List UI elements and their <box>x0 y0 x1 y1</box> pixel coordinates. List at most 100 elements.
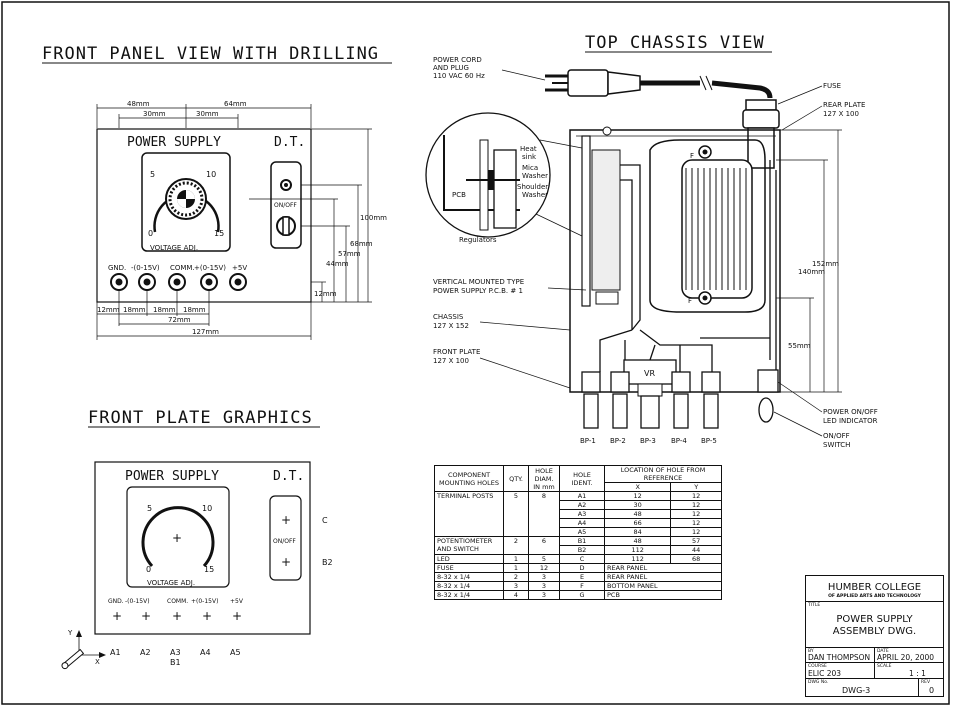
hole-location-table: COMPONENT MOUNTING HOLES QTY. HOLE DIAM.… <box>434 465 722 600</box>
dim-18mm-c: 18mm <box>183 306 206 314</box>
y-cell: 12 <box>670 500 722 510</box>
leader-line <box>547 287 587 291</box>
binding-post-nut <box>610 371 630 393</box>
diam-cell: 12 <box>528 563 560 573</box>
dimension-lines-right <box>249 128 372 303</box>
leader-line <box>781 105 823 131</box>
dwg-cell: DWG No. DWG-3 <box>806 678 919 697</box>
term-cross: + <box>202 609 212 623</box>
label-a3: A3 <box>170 648 181 657</box>
plug-strain-relief <box>607 71 641 95</box>
label-a5: A5 <box>230 648 241 657</box>
dim-55mm: 55mm <box>788 342 811 350</box>
detail-heat-sink <box>493 149 517 229</box>
x-cell: 12 <box>603 491 672 501</box>
knob-marker <box>186 190 195 199</box>
terminal-post-center <box>115 278 123 286</box>
drafter-name: DAN THOMPSON <box>808 653 871 662</box>
label-pcb: PCB <box>452 191 466 199</box>
title-block: HUMBER COLLEGE OF APPLIED ARTS AND TECHN… <box>805 575 944 697</box>
ident-cell: A4 <box>559 518 605 528</box>
leader-line <box>777 85 823 105</box>
front-panel-outline <box>96 128 312 303</box>
graphics-dt-label: D.T. <box>273 469 304 484</box>
leader-line <box>479 357 571 389</box>
graphics-term-pos: +(0-15V) <box>191 598 218 605</box>
transformer-laminations <box>685 168 747 290</box>
label-rear-plate-dim: 127 X 100 <box>823 110 859 118</box>
location-cell: REAR PANEL <box>604 572 722 582</box>
binding-post-body <box>612 393 628 429</box>
term-cross: + <box>172 609 182 623</box>
vr-bushing <box>637 383 663 397</box>
knob-knurl <box>168 181 204 217</box>
x-cell: 112 <box>603 545 672 555</box>
terminal-label-pos: +(0-15V) <box>194 264 226 272</box>
diam-cell: 6 <box>528 536 560 555</box>
panel-dt-label: D.T. <box>274 135 305 150</box>
power-switch-toggle[interactable] <box>282 216 290 236</box>
dim-12mm-vertical: 12mm <box>314 290 337 298</box>
dial-plate <box>141 152 231 252</box>
drawing-title-2: ASSEMBLY DWG. <box>832 626 917 637</box>
ident-cell: A1 <box>559 491 605 501</box>
col-component: COMPONENT MOUNTING HOLES <box>434 465 504 492</box>
y-arrow <box>76 630 82 637</box>
col-diam: HOLE DIAM. IN mm <box>528 465 560 492</box>
x-cell: 84 <box>603 527 672 537</box>
label-vr: VR <box>644 369 655 378</box>
binding-post-body <box>640 395 660 429</box>
diam-cell: 3 <box>528 590 560 600</box>
binding-post-nut <box>581 371 601 393</box>
label-bp-4: BP-4 <box>671 437 687 445</box>
qty-cell: 2 <box>503 572 529 582</box>
terminal-label-neg: -(0-15V) <box>131 264 160 272</box>
front-panel-view: POWER SUPPLY D.T. 5 10 0 15 VOLTAGE ADJ.… <box>96 100 387 340</box>
binding-post-nut <box>701 371 721 393</box>
y-cell: 44 <box>670 545 722 555</box>
y-cell: 12 <box>670 509 722 519</box>
terminal-post-center <box>205 278 213 286</box>
location-cell: REAR PANEL <box>604 563 722 573</box>
binding-post-body <box>583 393 599 429</box>
vertical-pcb <box>581 135 591 307</box>
dim-30mm-a: 30mm <box>143 110 166 118</box>
dim-48mm: 48mm <box>127 100 150 108</box>
rev-number: 0 <box>929 686 935 695</box>
heading-front-panel: FRONT PANEL VIEW WITH DRILLING <box>42 44 379 64</box>
dimension-lines-top <box>96 104 312 128</box>
y-cell: 57 <box>670 536 722 546</box>
binding-posts <box>581 371 721 429</box>
binding-post-nut <box>671 371 691 393</box>
dwg-caption: DWG No. <box>808 680 829 685</box>
label-shoulder-2: Washer <box>522 191 548 199</box>
y-cell: 12 <box>670 518 722 528</box>
label-a2: A2 <box>140 648 151 657</box>
label-fuse: FUSE <box>823 82 841 90</box>
scale-caption: SCALE <box>877 664 892 669</box>
dim-18mm-b: 18mm <box>153 306 176 314</box>
y-cell: 12 <box>670 491 722 501</box>
col-qty: QTY. <box>503 465 529 492</box>
label-mica-1: Mica <box>522 164 538 172</box>
college-subtitle: OF APPLIED ARTS AND TECHNOLOGY <box>828 594 921 599</box>
dim-57mm: 57mm <box>338 250 361 258</box>
label-shoulder-1: Shoulder <box>517 183 548 191</box>
drawing-title-1: POWER SUPPLY <box>836 614 913 625</box>
qty-cell: 1 <box>503 563 529 573</box>
component-cell: TERMINAL POSTS <box>434 491 504 537</box>
graphics-on-off: ON/OFF <box>273 538 296 545</box>
top-chassis-view: POWER CORD AND PLUG 110 VAC 60 Hz FUSE R… <box>425 56 878 449</box>
label-b1: B1 <box>170 658 181 667</box>
axis-y-label: Y <box>67 629 73 637</box>
ident-cell: F <box>559 581 605 591</box>
detail-leader <box>539 139 583 149</box>
label-front-plate-1: FRONT PLATE <box>433 348 480 356</box>
graphics-term-crosses: +++++ <box>112 609 242 623</box>
leader-line <box>479 321 571 331</box>
graphics-term-gnd: GND. <box>108 598 124 605</box>
